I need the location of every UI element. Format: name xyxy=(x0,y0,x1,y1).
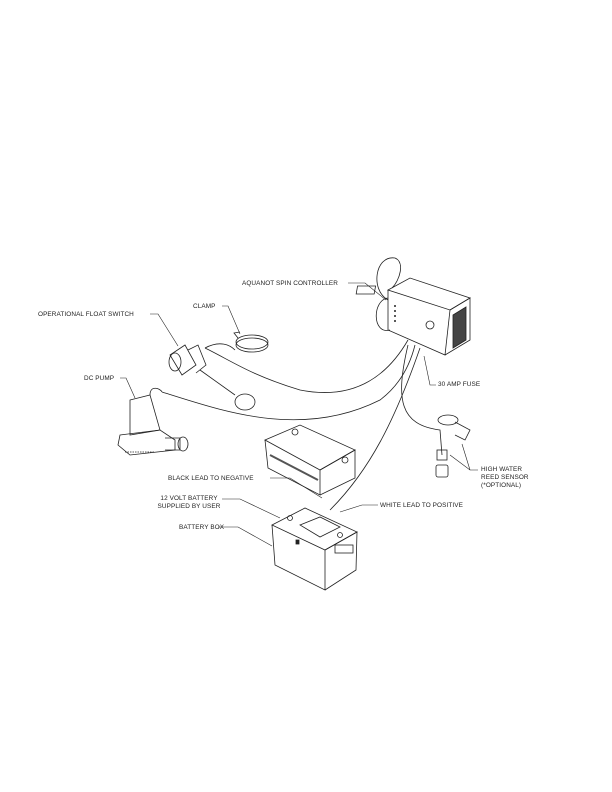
label-clamp: CLAMP xyxy=(193,303,216,310)
leader-lines xyxy=(120,282,478,547)
controller-drawing xyxy=(355,257,471,356)
label-battery-2: SUPPLIED BY USER xyxy=(157,503,221,510)
label-dc-pump: DC PUMP xyxy=(84,375,115,382)
label-battery-1: 12 VOLT BATTERY xyxy=(160,495,218,502)
label-white-lead: WHITE LEAD TO POSITIVE xyxy=(380,502,463,509)
label-black-lead: BLACK LEAD TO NEGATIVE xyxy=(168,475,254,482)
label-battery-box: BATTERY BOX xyxy=(179,524,225,531)
dc-pump-drawing xyxy=(117,387,189,456)
label-sensor-1: HIGH WATER xyxy=(481,466,523,473)
float-switch-drawing xyxy=(168,343,256,411)
label-sensor-3: (*OPTIONAL) xyxy=(481,482,522,489)
clamp-drawing xyxy=(233,331,269,353)
battery-cover-drawing xyxy=(264,424,356,496)
reed-sensor-drawing xyxy=(435,414,471,478)
label-sensor-2: REED SENSOR xyxy=(481,474,529,481)
battery-box-drawing xyxy=(271,507,358,591)
label-float-switch: OPERATIONAL FLOAT SWITCH xyxy=(38,311,134,318)
wires xyxy=(161,339,443,511)
label-controller: AQUANOT SPIN CONTROLLER xyxy=(242,280,338,287)
label-fuse: 30 AMP FUSE xyxy=(438,381,481,388)
